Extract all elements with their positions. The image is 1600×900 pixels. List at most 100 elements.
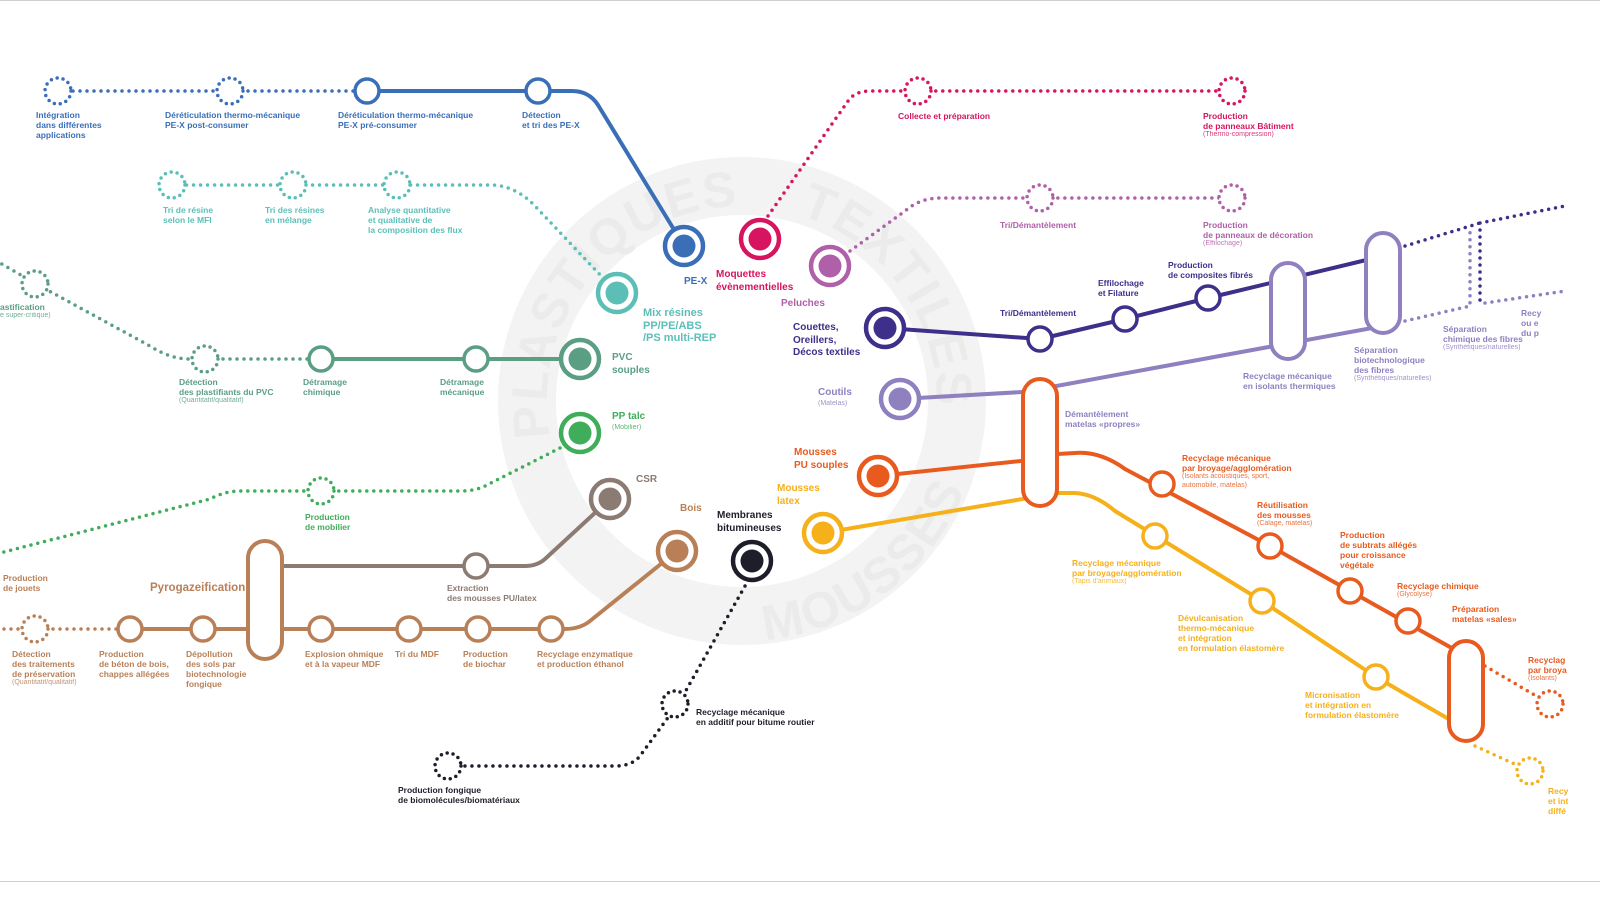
line-membranes-dotted xyxy=(446,584,747,768)
station-panneaux-batiment[interactable] xyxy=(1217,76,1247,106)
station-ring-icon xyxy=(20,614,50,644)
station-tri-demantelement-peluches[interactable] xyxy=(1025,183,1055,213)
station-devulcanisation[interactable] xyxy=(1248,587,1276,615)
line-pvc-dotted xyxy=(0,261,323,361)
hub-label-peluches: Peluches xyxy=(781,298,825,309)
station-recyclage-isolants[interactable] xyxy=(1535,689,1565,719)
station-recyclage-enzymatique[interactable] xyxy=(537,615,565,643)
station-composites-fibres[interactable] xyxy=(1194,284,1222,312)
station-ring-icon xyxy=(660,689,690,719)
hub-station-mousses-latex[interactable] xyxy=(801,511,845,555)
station-ring-icon xyxy=(1025,183,1055,213)
station-ring-icon xyxy=(1515,756,1545,786)
station-dereticulation-pre[interactable] xyxy=(353,77,381,105)
hub-station-mousses-pu[interactable] xyxy=(856,454,900,498)
station-explosion-ohmique[interactable] xyxy=(307,615,335,643)
station-ring-icon xyxy=(20,269,50,299)
hub-station-peluches[interactable] xyxy=(808,244,852,288)
hub-label-couettes: Couettes, Oreillers, Décos textiles xyxy=(793,322,861,358)
station-tri-melange[interactable] xyxy=(278,170,308,200)
station-ring-icon xyxy=(1362,663,1390,691)
stop-production-mobilier: Production de mobilier xyxy=(305,512,351,532)
station-ring-icon xyxy=(1336,577,1364,605)
hub-label: PP talc xyxy=(612,411,646,422)
station-core-icon xyxy=(665,539,689,563)
station-ring-icon xyxy=(1394,607,1422,635)
station-tri-mdf[interactable] xyxy=(395,615,423,643)
station-biochar[interactable] xyxy=(464,615,492,643)
station-ring-icon xyxy=(43,76,73,106)
hub-station-csr[interactable] xyxy=(588,477,632,521)
station-additif-bitume[interactable] xyxy=(660,689,690,719)
stop-label: Détection des plastifiants du PVC xyxy=(179,377,274,397)
stop-detection-traitements: Détection des traitements de préservatio… xyxy=(12,649,77,688)
hub-station-pex[interactable] xyxy=(662,224,706,268)
stop-extraction-mousses: Extraction des mousses PU/latex xyxy=(447,583,537,603)
line-coutils-solid xyxy=(898,324,1385,401)
hub-label-csr: CSR xyxy=(636,474,658,485)
station-production-mobilier[interactable] xyxy=(306,476,336,506)
station-beton-bois[interactable] xyxy=(116,615,144,643)
station-ring-icon xyxy=(215,76,245,106)
station-depollution[interactable] xyxy=(189,615,217,643)
station-tri-demantelement[interactable] xyxy=(1026,325,1054,353)
hub-label-moquettes: Moquettes évènementielles xyxy=(716,269,794,293)
station-detection-traitements[interactable] xyxy=(20,614,50,644)
hub-station-pp-talc[interactable] xyxy=(558,411,602,455)
station-tri-mfi[interactable] xyxy=(157,170,187,200)
hub-station-moquettes[interactable] xyxy=(738,217,782,261)
stop-tri-mfi: Tri de résine selon le MFI xyxy=(163,205,214,225)
station-collecte[interactable] xyxy=(903,76,933,106)
station-core-icon xyxy=(748,227,772,251)
hub-station-couettes[interactable] xyxy=(863,306,907,350)
station-substrats[interactable] xyxy=(1336,577,1364,605)
hub-station-coutils[interactable] xyxy=(878,377,922,421)
station-production-fongique[interactable] xyxy=(433,751,463,781)
station-broyage-pu[interactable] xyxy=(1148,470,1176,498)
station-integration[interactable] xyxy=(43,76,73,106)
stop-note: (Tapis d'animaux) xyxy=(1072,578,1127,585)
hub-station-bois[interactable] xyxy=(655,529,699,573)
station-broyage-latex[interactable] xyxy=(1141,522,1169,550)
stop-production-fongique: Production fongique de biomolécules/biom… xyxy=(398,785,520,805)
hub-station-membranes[interactable] xyxy=(730,539,774,583)
station-detection-plastifiants[interactable] xyxy=(190,344,220,374)
stop-collecte: Collecte et préparation xyxy=(898,111,991,121)
station-ring-icon xyxy=(307,615,335,643)
station-recyclage-latex[interactable] xyxy=(1515,756,1545,786)
line-peluches-dotted xyxy=(848,196,1234,253)
hub-label-coutils: Coutils(Matelas) xyxy=(818,387,852,408)
station-ring-icon xyxy=(903,76,933,106)
station-reutilisation[interactable] xyxy=(1256,532,1284,560)
stop-substrats: Production de subtrats allégés pour croi… xyxy=(1340,530,1418,570)
stop-integration: Intégration dans différentes application… xyxy=(36,110,102,140)
section-ring xyxy=(498,157,986,645)
stop-tri-melange: Tri des résines en mélange xyxy=(265,205,325,225)
station-ring-icon xyxy=(157,170,187,200)
stop-separation-biotech: Séparation biotechnologique des fibres(S… xyxy=(1354,345,1431,384)
station-deplastification[interactable] xyxy=(20,269,50,299)
station-dereticulation-post[interactable] xyxy=(215,76,245,106)
hub-label-bois: Bois xyxy=(680,503,702,514)
pyrogazeification-capsule xyxy=(246,539,284,661)
station-ring-icon xyxy=(190,344,220,374)
station-ring-icon xyxy=(1111,305,1139,333)
station-effilochage[interactable] xyxy=(1111,305,1139,333)
station-recyclage-chimique[interactable] xyxy=(1394,607,1422,635)
stop-note: (Isolants acoustiques, sport, automobile… xyxy=(1182,473,1270,489)
station-core-icon xyxy=(740,549,764,573)
station-core-icon xyxy=(568,347,592,371)
station-panneaux-decoration[interactable] xyxy=(1217,183,1247,213)
station-detection-pex[interactable] xyxy=(524,77,552,105)
station-extraction-mousses[interactable] xyxy=(462,552,490,580)
station-analyse-flux[interactable] xyxy=(382,170,412,200)
stop-recyclage-enzymatique: Recyclage enzymatique et production étha… xyxy=(537,649,633,669)
station-detramage-chimique[interactable] xyxy=(307,345,335,373)
hub-station-mix-resines[interactable] xyxy=(595,271,639,315)
stop-label: Recyclage mécanique par broyage/agglomér… xyxy=(1072,558,1182,578)
hub-station-pvc[interactable] xyxy=(558,337,602,381)
stop-label: Recyclag par broya xyxy=(1528,655,1567,675)
station-detramage-mecanique[interactable] xyxy=(462,345,490,373)
station-micronisation[interactable] xyxy=(1362,663,1390,691)
